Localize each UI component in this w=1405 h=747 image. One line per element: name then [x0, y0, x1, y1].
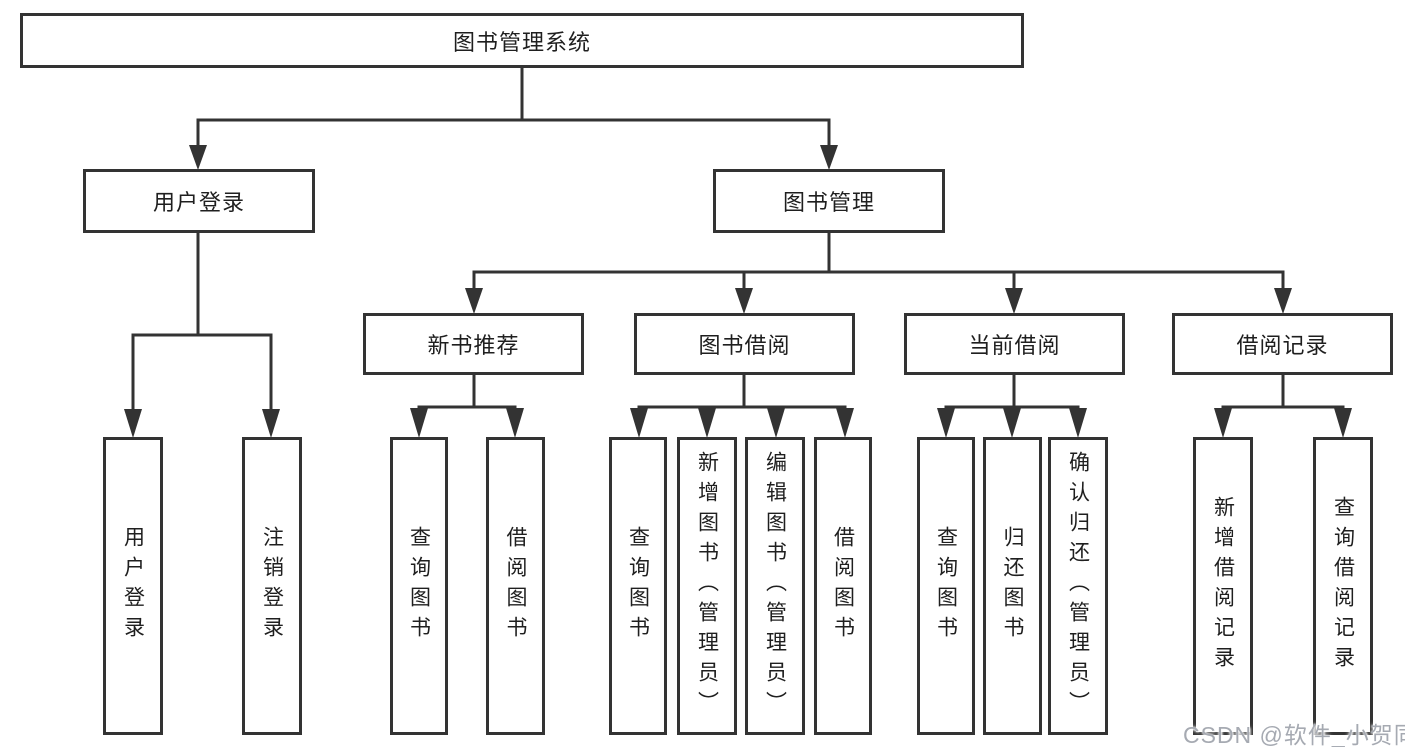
leaf-borrow-books-borrowing: 借阅图书 [814, 437, 872, 735]
leaf-query-borrow-record: 查询借阅记录 [1313, 437, 1373, 735]
node-book-borrowing: 图书借阅 [634, 313, 855, 375]
leaf-user-login: 用户登录 [103, 437, 163, 735]
leaf-add-borrow-record: 新增借阅记录 [1193, 437, 1253, 735]
node-user-login-branch: 用户登录 [83, 169, 315, 233]
leaf-edit-book-admin: 编辑图书（管理员） [745, 437, 805, 735]
leaf-query-books-borrowing: 查询图书 [609, 437, 667, 735]
node-new-book-recommend: 新书推荐 [363, 313, 584, 375]
leaf-query-books-current: 查询图书 [917, 437, 975, 735]
node-current-borrowing: 当前借阅 [904, 313, 1125, 375]
node-book-management-branch: 图书管理 [713, 169, 945, 233]
node-library-system-root: 图书管理系统 [20, 13, 1024, 68]
leaf-query-books-recommend: 查询图书 [390, 437, 448, 735]
node-borrowing-records: 借阅记录 [1172, 313, 1393, 375]
watermark: CSDN @软件_小贺同学 [1183, 722, 1405, 747]
leaf-add-book-admin: 新增图书（管理员） [677, 437, 737, 735]
leaf-logout: 注销登录 [242, 437, 302, 735]
leaf-confirm-return-admin: 确认归还（管理员） [1048, 437, 1108, 735]
leaf-borrow-books-recommend: 借阅图书 [486, 437, 545, 735]
leaf-return-books: 归还图书 [983, 437, 1042, 735]
